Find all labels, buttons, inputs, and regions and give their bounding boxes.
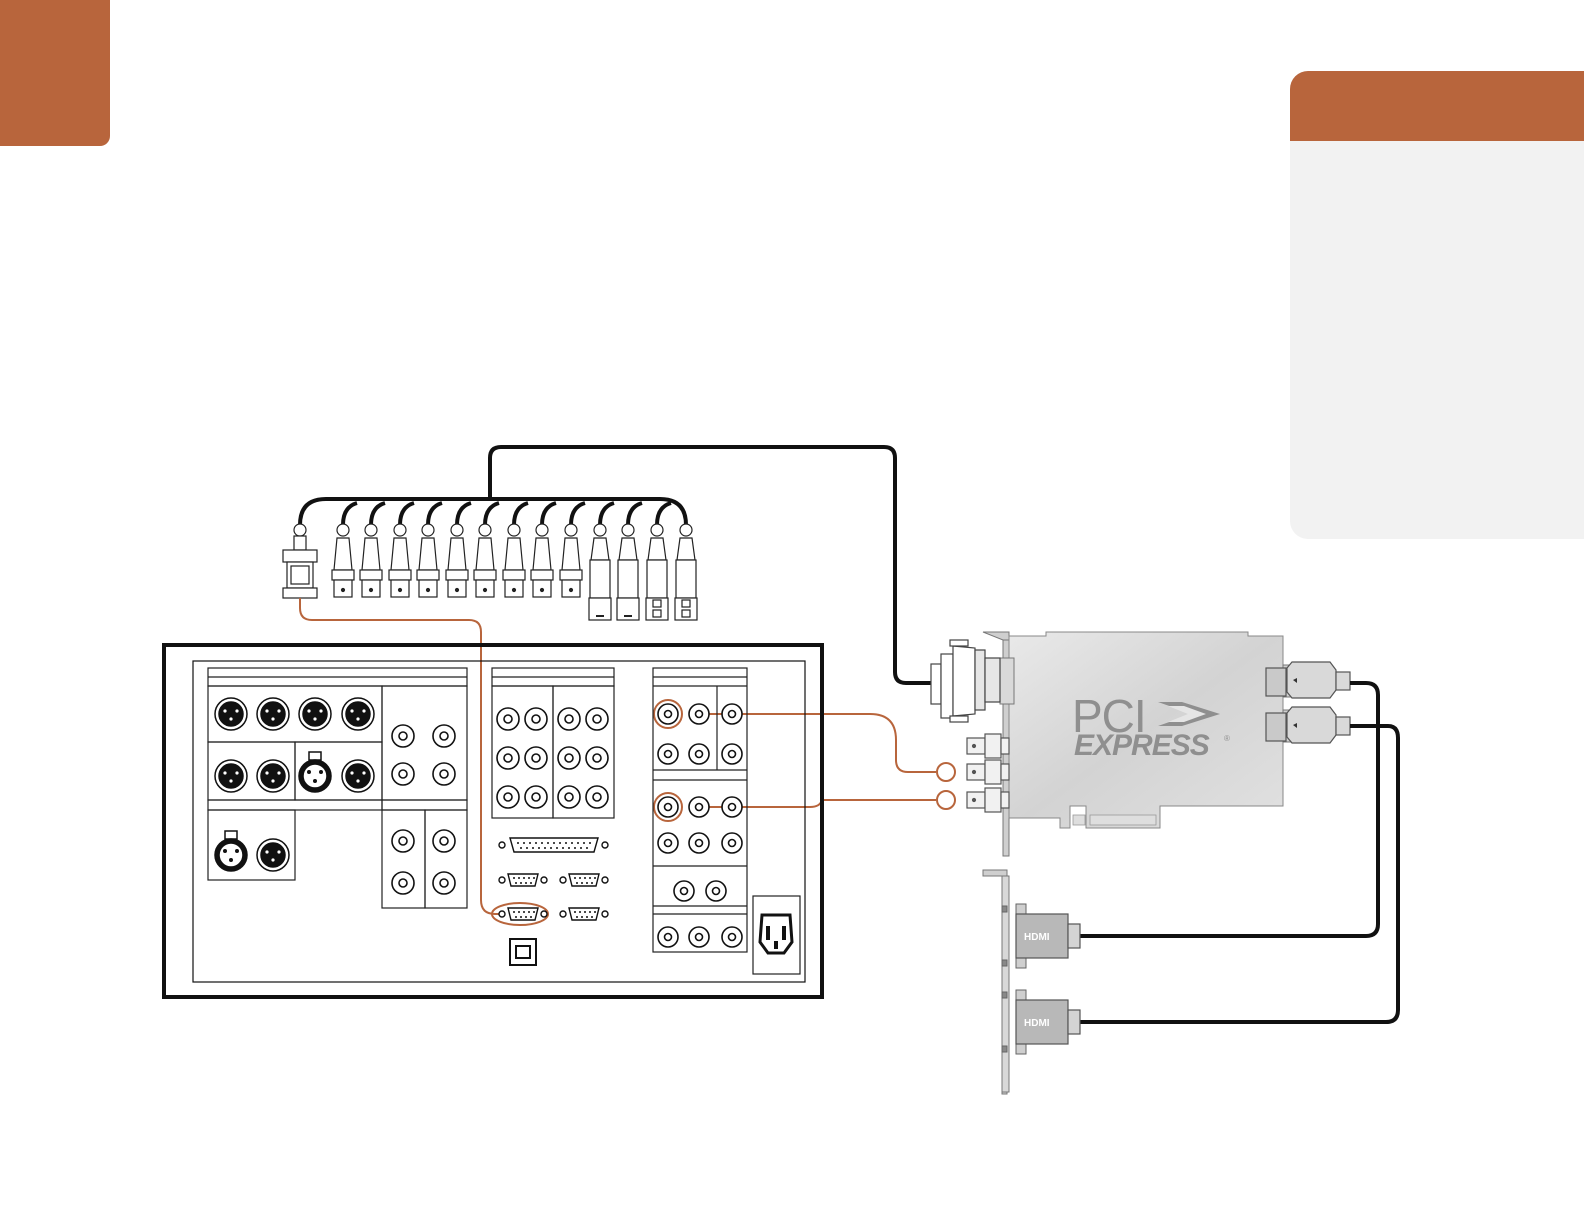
orange-ring-card-2 xyxy=(937,791,955,809)
bnc-connector-icon xyxy=(332,524,582,597)
db9-connector-icon xyxy=(283,524,317,598)
breakout-cable-icon xyxy=(300,499,686,525)
black-cable-main xyxy=(490,447,932,683)
card-db-connector xyxy=(931,640,1000,722)
power-socket-icon xyxy=(753,896,800,974)
usb-port-icon xyxy=(510,939,536,965)
sdi-bnc-sockets xyxy=(658,704,742,947)
hdmi-bracket-icon: HDMI HDMI xyxy=(983,870,1080,1094)
audio-section xyxy=(208,668,467,908)
pcie-logo-line2: EXPRESS xyxy=(1074,729,1210,762)
hdmi-port-label-1: HDMI xyxy=(1024,932,1050,943)
pcie-logo-mark: ® xyxy=(1224,734,1230,743)
dsub-connectors xyxy=(499,838,608,920)
hdmi-port-label-2: HDMI xyxy=(1024,1018,1050,1029)
xlr-connector-icon xyxy=(589,524,697,620)
card-bnc-ports xyxy=(967,734,1009,812)
orange-ring-card-1 xyxy=(937,763,955,781)
harness-connectors xyxy=(283,524,697,620)
deck-rear-panel-icon xyxy=(164,645,822,997)
